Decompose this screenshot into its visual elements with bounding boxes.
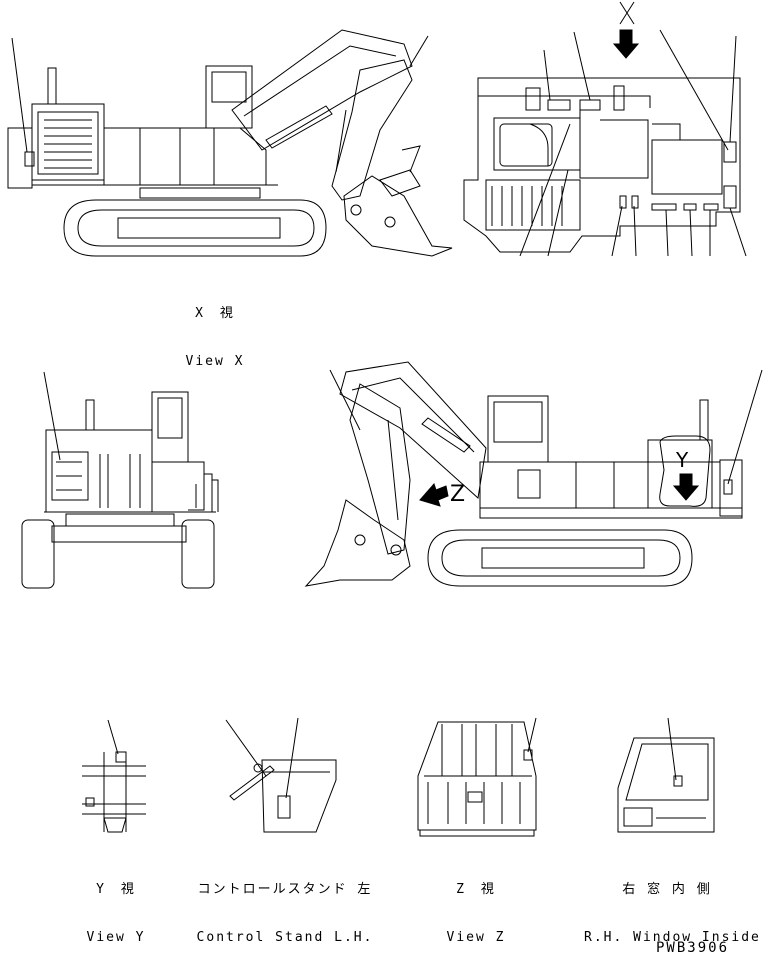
caption-view-y: Y 視 View Y	[66, 850, 166, 958]
caption-view-z-en: View Z	[446, 930, 506, 945]
caption-window-jp: 右 窓 内 側	[622, 882, 712, 897]
view-z-detail	[417, 717, 537, 837]
excavator-left-side	[7, 29, 453, 257]
caption-window-en: R.H. Window Inside	[584, 930, 761, 945]
control-stand-detail	[225, 717, 337, 833]
decal-marker	[24, 151, 35, 167]
excavator-top-view	[463, 1, 747, 257]
view-y-detail	[82, 719, 146, 833]
marker-z: Z	[450, 482, 466, 507]
caption-view-y-en: View Y	[86, 930, 146, 945]
caption-window: 右 窓 内 側 R.H. Window Inside	[584, 850, 761, 958]
window-detail	[617, 717, 715, 833]
caption-view-z-jp: Z 視	[456, 882, 496, 897]
excavator-right-side	[304, 361, 763, 587]
excavator-rear-view	[21, 371, 219, 589]
caption-view-x-en: View X	[185, 354, 245, 369]
drawing-code: PWB3906	[656, 940, 730, 956]
caption-control-stand-en: Control Stand L.H.	[196, 930, 374, 945]
caption-view-x-jp: X 視	[195, 306, 235, 321]
caption-view-y-jp: Y 視	[96, 882, 136, 897]
caption-control-stand: コントロールスタンド 左 Control Stand L.H.	[196, 850, 374, 958]
caption-control-stand-jp: コントロールスタンド 左	[197, 882, 373, 897]
caption-view-z: Z 視 View Z	[426, 850, 526, 958]
marker-y: Y	[676, 448, 689, 472]
caption-view-x: X 視 View X	[150, 274, 280, 386]
